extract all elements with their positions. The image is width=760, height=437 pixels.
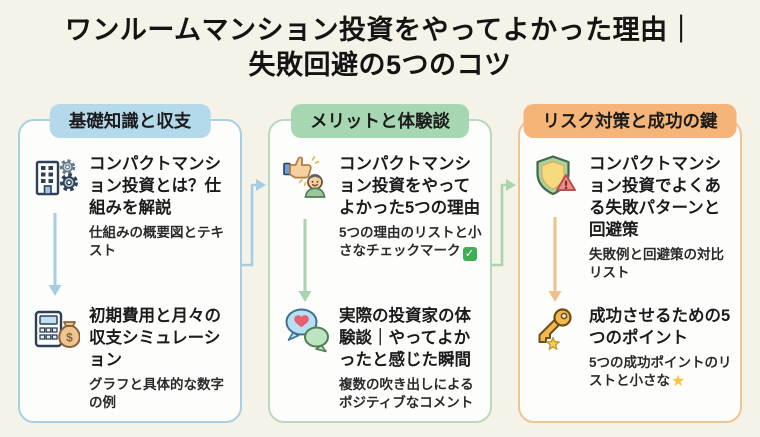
calculator-moneybag-icon: $ xyxy=(32,305,82,412)
item-subtitle: 5つの理由のリストと小さなチェックマーク✓ xyxy=(339,225,482,261)
item-title: 実際の投資家の体験談｜やってよかったと感じた瞬間 xyxy=(339,307,471,369)
column-risks-header: リスク対策と成功の鍵 xyxy=(523,104,737,138)
item-title: コンパクトマンション投資でよくある失敗パターンと回避策 xyxy=(589,155,721,239)
column-merits-header: メリットと体験談 xyxy=(291,104,469,138)
item-subtitle: 失敗例と回避策の対比リスト xyxy=(589,247,724,280)
column-basics-header: 基礎知識と収支 xyxy=(49,104,211,138)
thumbsup-person-icon xyxy=(282,153,332,261)
shield-warning-icon xyxy=(532,153,582,282)
list-item: 成功させるための5つのポイント 5つの成功ポイントのリストと小さな★ xyxy=(532,305,734,391)
list-item: 実際の投資家の体験談｜やってよかったと感じた瞬間 複数の吹き出しによるポジティブ… xyxy=(282,305,484,412)
column-merits: メリットと体験談 コンパクトマンション投資をや xyxy=(268,104,492,423)
item-title: 成功させるための5つのポイント xyxy=(589,307,731,347)
column-risks: リスク対策と成功の鍵 コンパクトマンション投資でよくある失敗パターンと回避策 失… xyxy=(518,104,742,423)
item-subtitle: 5つの成功ポイントのリストと小さな★ xyxy=(589,355,732,390)
list-item: コンパクトマンション投資でよくある失敗パターンと回避策 失敗例と回避策の対比リス… xyxy=(532,153,732,282)
building-gears-icon xyxy=(32,153,82,260)
list-item: $ 初期費用と月々の収支シミュレーション グラフと具体的な数字の例 xyxy=(32,305,234,412)
page-title: ワンルームマンション投資をやってよかった理由｜ 失敗回避の5つのコツ xyxy=(0,13,760,83)
item-subtitle: 仕組みの概要図とテキスト xyxy=(89,225,224,258)
check-icon: ✓ xyxy=(462,247,477,261)
columns-container: 基礎知識と収支 xyxy=(18,104,742,423)
column-basics: 基礎知識と収支 xyxy=(18,104,242,423)
key-star-icon xyxy=(532,305,582,391)
speech-bubbles-heart-icon xyxy=(282,305,332,412)
item-title: 初期費用と月々の収支シミュレーション xyxy=(89,307,221,369)
page-title-line2: 失敗回避の5つのコツ xyxy=(248,50,512,80)
item-title: コンパクトマンション投資をやってよかった5つの理由 xyxy=(339,155,481,217)
list-item: コンパクトマンション投資とは？仕組みを解説 仕組みの概要図とテキスト xyxy=(32,153,232,260)
item-subtitle: 複数の吹き出しによるポジティブなコメント xyxy=(339,377,474,410)
item-title: コンパクトマンション投資とは？仕組みを解説 xyxy=(89,155,221,217)
svg-text:$: $ xyxy=(66,331,73,345)
item-subtitle: グラフと具体的な数字の例 xyxy=(89,377,224,410)
star-icon: ★ xyxy=(671,373,686,390)
list-item: コンパクトマンション投資をやってよかった5つの理由 5つの理由のリストと小さなチ… xyxy=(282,153,482,261)
page-title-line1: ワンルームマンション投資をやってよかった理由｜ xyxy=(64,15,696,45)
